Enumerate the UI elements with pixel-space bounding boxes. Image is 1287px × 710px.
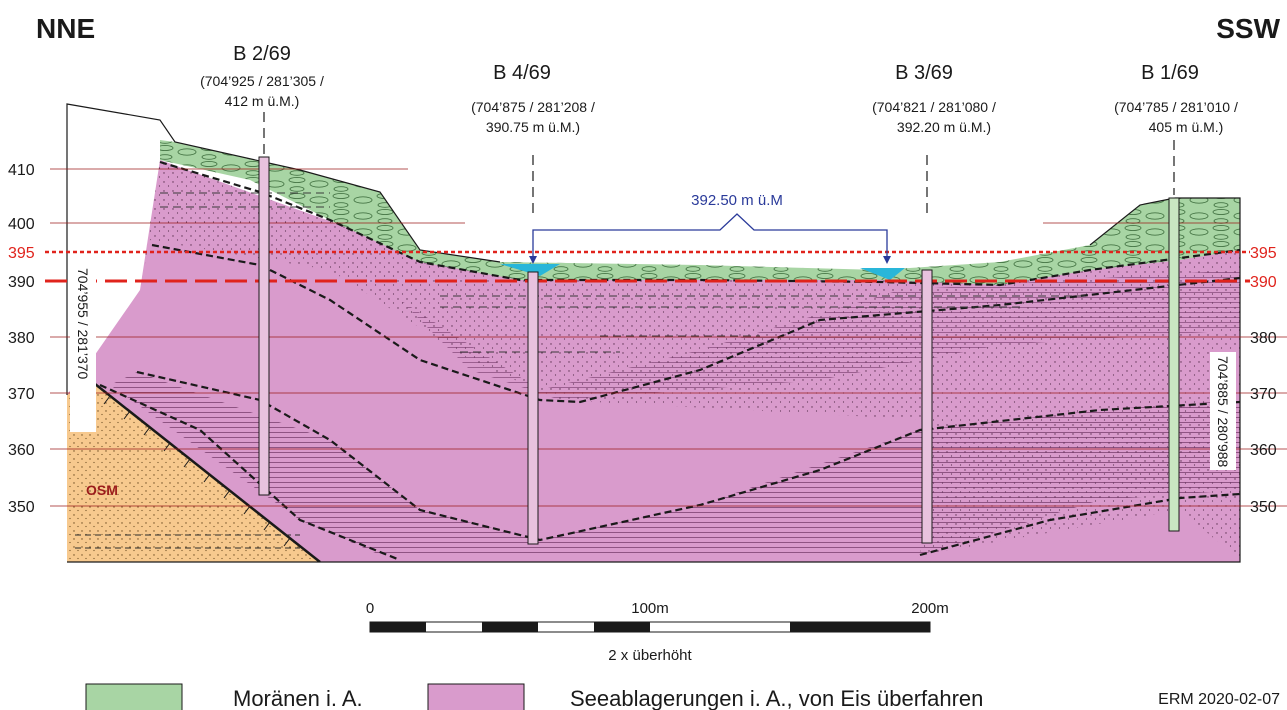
left-tick-395: 395 xyxy=(8,245,35,262)
lake-laminated-zone xyxy=(110,372,1240,555)
borehole-b3-coords-2: 392.20 m ü.M.) xyxy=(897,119,991,135)
borehole-b4-coords-1: (704’875 / 281’208 / xyxy=(471,99,595,115)
borehole-b1-coords-1: (704’785 / 281’010 / xyxy=(1114,99,1238,115)
legend: Moränen i. A. Seeablagerungen i. A., von… xyxy=(85,683,983,710)
left-tick-390: 390 xyxy=(8,274,35,291)
osm-hachures xyxy=(103,395,291,547)
legend-label-lake: Seeablagerungen i. A., von Eis überfahre… xyxy=(570,686,983,710)
borehole-b1-title: B 1/69 xyxy=(1141,62,1199,84)
water-level-label: 392.50 m ü.M xyxy=(691,192,783,209)
borehole-b4-column xyxy=(527,271,539,545)
right-side-label: 704’885 / 280’988 xyxy=(1215,356,1231,468)
left-tick-370: 370 xyxy=(8,386,35,403)
borehole-b2-coords-2: 412 m ü.M.) xyxy=(225,93,300,109)
water-level-annotation: 392.50 m ü.M xyxy=(529,192,891,264)
boreholes: B 2/69 (704’925 / 281’305 / 412 m ü.M.) … xyxy=(200,43,1238,545)
scale-label-200m: 200m xyxy=(911,600,949,617)
orientation-left: NNE xyxy=(36,13,95,44)
borehole-b3-coords-1: (704’821 / 281’080 / xyxy=(872,99,996,115)
scale-note: 2 x überhöht xyxy=(608,647,692,664)
left-side-label: 704’955 / 281’370 xyxy=(75,268,91,380)
osm-label: OSM xyxy=(86,482,118,498)
right-tick-395: 395 xyxy=(1250,245,1277,262)
right-axis: 395 390 380 370 360 350 xyxy=(1250,245,1277,516)
water-body-right xyxy=(860,268,905,280)
borehole-b3-column xyxy=(921,269,933,544)
borehole-b1-column xyxy=(1168,197,1180,532)
borehole-b4-coords-2: 390.75 m ü.M.) xyxy=(486,119,580,135)
section-body xyxy=(67,140,1240,562)
water-body-left xyxy=(500,264,560,276)
left-tick-360: 360 xyxy=(8,442,35,459)
right-tick-360: 360 xyxy=(1250,442,1277,459)
right-tick-350: 350 xyxy=(1250,499,1277,516)
left-tick-350: 350 xyxy=(8,499,35,516)
borehole-b2-coords-1: (704’925 / 281’305 / xyxy=(200,73,324,89)
legend-swatch-lake xyxy=(427,683,525,710)
scale-label-0: 0 xyxy=(366,600,374,617)
legend-swatch-moraine xyxy=(85,683,183,710)
right-tick-380: 380 xyxy=(1250,330,1277,347)
legend-label-moraine: Moränen i. A. xyxy=(233,686,363,710)
left-tick-400: 400 xyxy=(8,216,35,233)
scale-label-100m: 100m xyxy=(631,600,669,617)
left-tick-380: 380 xyxy=(8,330,35,347)
terrain-outline-left xyxy=(66,103,501,395)
right-side-label-bg xyxy=(1210,352,1236,470)
borehole-b3-title: B 3/69 xyxy=(895,62,953,84)
scale-bar: 0 100m 200m 2 x überhöht xyxy=(366,600,949,664)
borehole-b1-coords-2: 405 m ü.M.) xyxy=(1149,119,1224,135)
left-side-label-bg xyxy=(70,262,96,432)
borehole-b4-title: B 4/69 xyxy=(493,62,551,84)
left-axis: 410 400 395 390 380 370 360 350 xyxy=(8,162,35,516)
orientation-right: SSW xyxy=(1216,13,1280,44)
elevation-gridlines xyxy=(50,168,1287,507)
credit-label: ERM 2020-02-07 xyxy=(1158,691,1280,708)
right-tick-390: 390 xyxy=(1250,274,1277,291)
borehole-b2-title: B 2/69 xyxy=(233,43,291,65)
borehole-b2-column xyxy=(258,156,270,496)
right-tick-370: 370 xyxy=(1250,386,1277,403)
left-tick-410: 410 xyxy=(8,162,35,179)
